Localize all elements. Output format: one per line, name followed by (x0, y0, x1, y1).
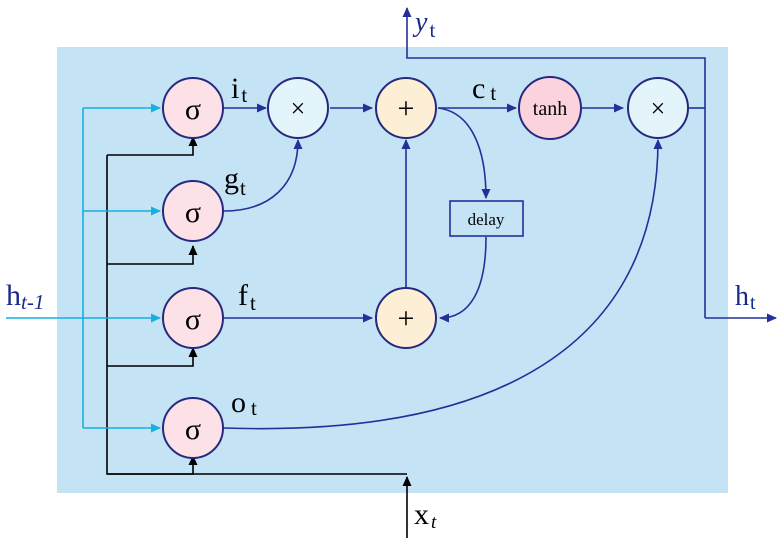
input-h-prev-bus (6, 103, 161, 433)
label-f-t: ft (238, 279, 256, 315)
label-h-out: ht (735, 281, 756, 314)
sigma-symbol: σ (185, 196, 201, 229)
arrow-o-to-mult (223, 139, 663, 430)
multiply-node-output: × (627, 77, 689, 139)
arrow-y-out (402, 7, 706, 108)
add-node-forget: + (375, 287, 437, 349)
label-g-t: gt (224, 162, 246, 200)
gate-i: σ (162, 77, 224, 139)
add-symbol: + (398, 92, 415, 125)
navy-flows (223, 7, 777, 430)
sigma-symbol: σ (185, 93, 201, 126)
tanh-node: tanh (518, 76, 582, 140)
add-symbol: + (398, 302, 415, 335)
arrow-g-to-mult (223, 139, 303, 212)
multiply-symbol: × (291, 94, 306, 123)
arrow-c-to-delay (437, 107, 491, 199)
tanh-label: tanh (533, 98, 567, 120)
delay-label: delay (468, 210, 505, 229)
sigma-symbol: σ (185, 413, 201, 446)
gate-g: σ (162, 180, 224, 242)
gate-f: σ (162, 287, 224, 349)
label-i-t: it (231, 72, 247, 107)
label-y-t: yt (412, 7, 435, 42)
input-x-bus (106, 136, 412, 538)
multiply-symbol: × (651, 94, 666, 123)
sigma-symbol: σ (185, 303, 201, 336)
delay-box: delay (449, 200, 524, 237)
label-h-prev: ht-1 (6, 279, 44, 314)
add-node-cell: + (375, 77, 437, 139)
gate-o: σ (162, 397, 224, 459)
arrow-delay-to-add (439, 236, 487, 323)
multiply-node-input: × (267, 77, 329, 139)
